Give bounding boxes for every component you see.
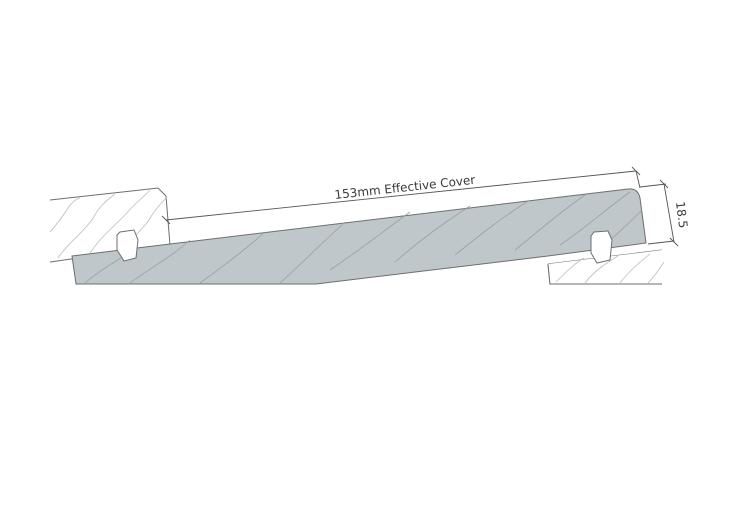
effective-cover-label: 153mm Effective Cover xyxy=(334,173,476,202)
main-board xyxy=(71,188,647,285)
right-fixing-nail xyxy=(590,230,613,264)
thickness-dimension: 18.5 xyxy=(639,179,690,247)
left-fixing-nail xyxy=(116,229,139,262)
thickness-label: 18.5 xyxy=(673,201,690,229)
